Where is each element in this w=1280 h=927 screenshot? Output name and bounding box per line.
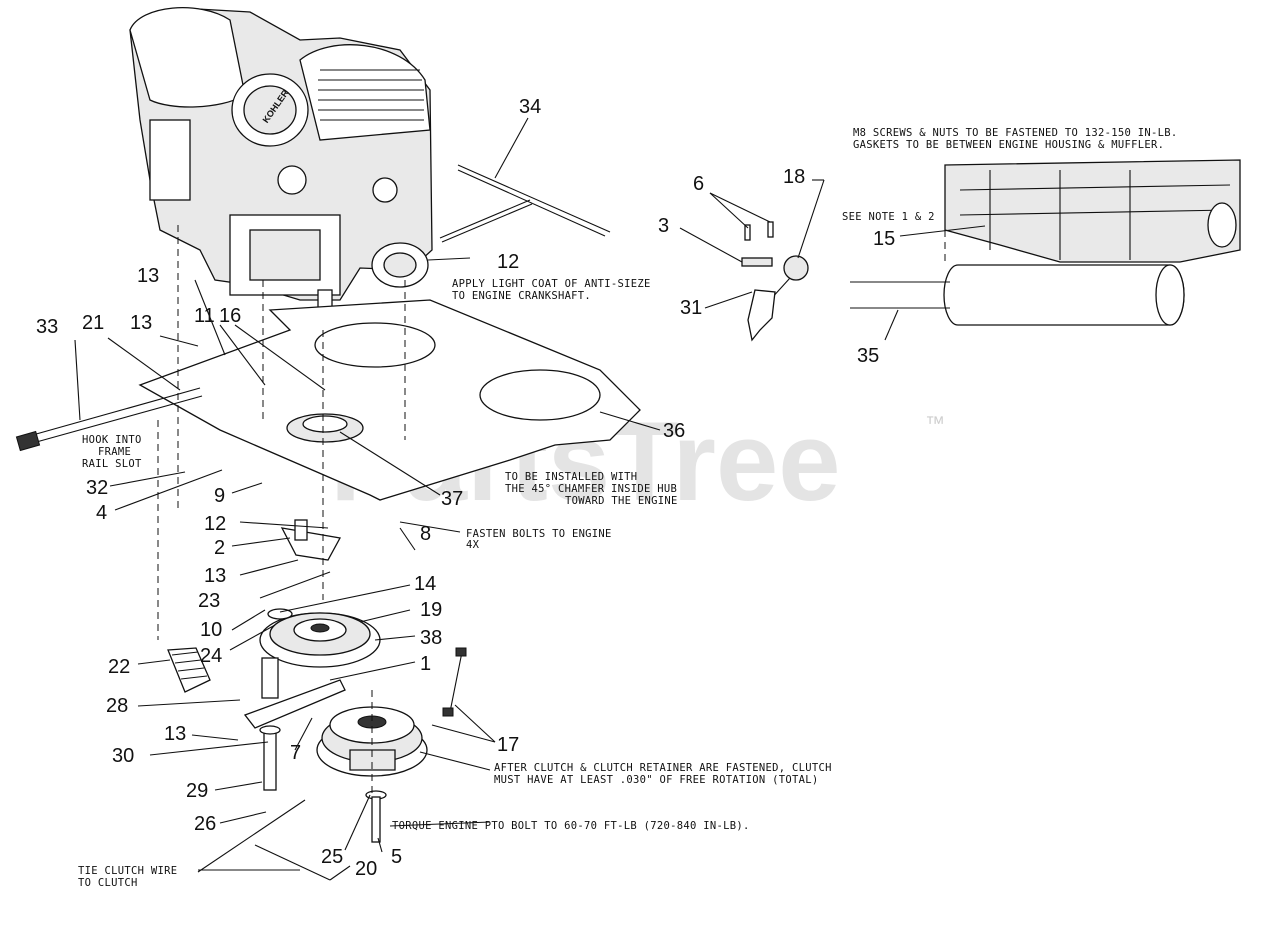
callouts: 34 18 6 3 31 12 15 35 36 37 13 33 21 13 … (36, 96, 895, 880)
callout-28: 28 (106, 695, 128, 717)
note-install-1: TO BE INSTALLED WITH (505, 471, 637, 483)
muffler-assembly (850, 159, 1241, 326)
callout-18: 18 (783, 166, 805, 188)
bolt-stack (254, 790, 387, 881)
callout-19: 19 (420, 599, 442, 621)
idler-pulley (259, 608, 381, 668)
callout-6: 6 (693, 173, 704, 195)
callout-32: 32 (86, 477, 108, 499)
note-install-3: TOWARD THE ENGINE (565, 495, 678, 507)
callout-9: 9 (214, 485, 225, 507)
callout-5: 5 (391, 846, 402, 868)
spring (167, 647, 211, 693)
callout-26: 26 (194, 813, 216, 835)
note-antiseize-1: APPLY LIGHT COAT OF ANTI-SIEZE (452, 278, 651, 290)
callout-12-top: 12 (497, 251, 519, 273)
note-fasten-2: 4X (466, 539, 480, 551)
callout-29: 29 (186, 780, 208, 802)
callout-24: 24 (200, 645, 222, 667)
note-antiseize-2: TO ENGINE CRANKSHAFT. (452, 290, 591, 302)
callout-13-a: 13 (137, 265, 159, 287)
callout-4: 4 (96, 502, 107, 524)
callout-13-b: 13 (130, 312, 152, 334)
callout-16: 16 (219, 305, 241, 327)
callout-13-c: 13 (204, 565, 226, 587)
note-fasten-1: FASTEN BOLTS TO ENGINE (466, 528, 612, 540)
callout-36: 36 (663, 420, 685, 442)
callout-37: 37 (441, 488, 463, 510)
callout-3: 3 (658, 215, 669, 237)
callout-7: 7 (290, 742, 301, 764)
note-clutch-2: MUST HAVE AT LEAST .030" OF FREE ROTATIO… (494, 774, 818, 786)
note-hook-2: FRAME (98, 446, 131, 458)
callout-30: 30 (112, 745, 134, 767)
leader-lines (74, 117, 986, 881)
callout-22: 22 (108, 656, 130, 678)
note-hook-1: HOOK INTO (82, 434, 142, 446)
callout-20: 20 (355, 858, 377, 880)
throttle-rod (439, 164, 611, 243)
note-clutch-1: AFTER CLUTCH & CLUTCH RETAINER ARE FASTE… (494, 762, 832, 774)
wire-harness-17 (442, 647, 467, 717)
callout-10: 10 (200, 619, 222, 641)
callout-21: 21 (82, 312, 104, 334)
note-tie-2: TO CLUTCH (78, 877, 138, 889)
callout-38: 38 (420, 627, 442, 649)
callout-8: 8 (420, 523, 431, 545)
callout-11: 11 (194, 305, 215, 327)
assembly-lines (157, 170, 946, 800)
callout-34: 34 (519, 96, 541, 118)
note-install-2: THE 45° CHAMFER INSIDE HUB (505, 483, 677, 495)
callout-1: 1 (420, 653, 431, 675)
callout-23: 23 (198, 590, 220, 612)
callout-15: 15 (873, 228, 895, 250)
callout-33: 33 (36, 316, 58, 338)
note-see-note: SEE NOTE 1 & 2 (842, 211, 935, 223)
callout-17: 17 (497, 734, 519, 756)
bracket-2 (280, 519, 342, 561)
engine-illustration: KOHLER (129, 7, 433, 331)
axle-33 (15, 387, 203, 452)
callout-2: 2 (214, 537, 225, 559)
note-muffler-1: M8 SCREWS & NUTS TO BE FASTENED TO 132-1… (853, 127, 1177, 139)
callout-13-d: 13 (164, 723, 186, 745)
lever-assembly (741, 221, 809, 342)
callout-12-mid: 12 (204, 513, 226, 535)
note-tie-1: TIE CLUTCH WIRE (78, 865, 177, 877)
callout-31: 31 (680, 297, 702, 319)
watermark-trademark: ™ (925, 413, 945, 435)
idler-arm (243, 657, 346, 791)
notes: M8 SCREWS & NUTS TO BE FASTENED TO 132-1… (78, 127, 1177, 889)
callout-14: 14 (414, 573, 436, 595)
note-hook-3: RAIL SLOT (82, 458, 142, 470)
callout-35: 35 (857, 345, 879, 367)
callout-25: 25 (321, 846, 343, 868)
note-torque: TORQUE ENGINE PTO BOLT TO 60-70 FT-LB (7… (392, 820, 750, 832)
note-muffler-2: GASKETS TO BE BETWEEN ENGINE HOUSING & M… (853, 139, 1164, 151)
